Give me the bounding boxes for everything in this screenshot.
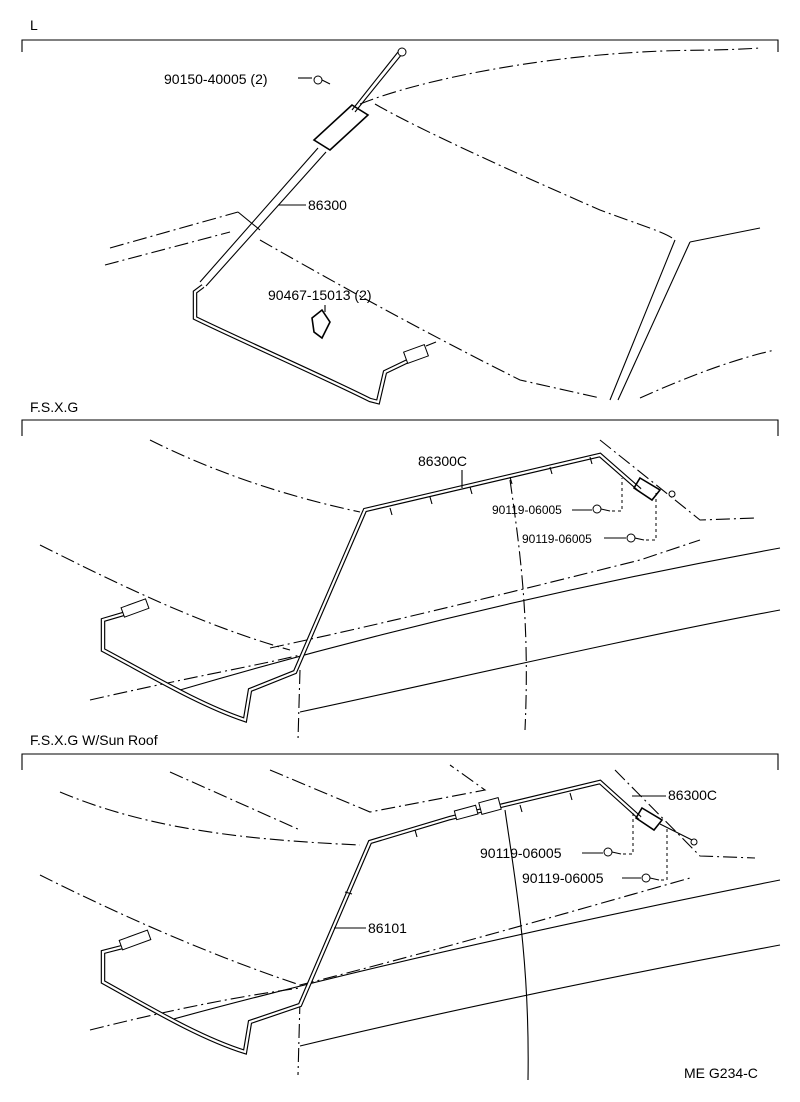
antenna-rod [354, 53, 403, 113]
antenna-element [634, 806, 664, 832]
trunk-seam [509, 479, 527, 731]
antenna-end [668, 490, 676, 498]
antenna-cable-inner [193, 285, 411, 404]
cable-junction [478, 797, 502, 815]
rear-window-curve [59, 791, 361, 846]
antenna-lead [659, 823, 693, 841]
cable-connector [453, 804, 479, 821]
screw-icon [626, 533, 645, 543]
antenna-cable-inner [101, 453, 641, 722]
dashed-leader [623, 810, 634, 855]
figure-code: ME G234-C [684, 1065, 758, 1081]
dashed-leader [612, 478, 623, 512]
screw-icon [603, 847, 622, 857]
plug-tip [425, 341, 437, 347]
antenna-end [690, 838, 698, 846]
sunroof-inner [169, 771, 301, 831]
section-l: L 90150-40005 (2) 86300 [21, 17, 779, 405]
lower-body-line [299, 609, 781, 713]
body-side-line-2 [89, 654, 301, 701]
deck-line [269, 539, 701, 649]
side-line-left-2 [104, 231, 231, 266]
screw-icon [313, 75, 331, 85]
section-fsxg: F.S.X.G 86300C 90119-06005 [21, 399, 781, 741]
cable-clip [344, 792, 573, 895]
side-line-left [109, 211, 239, 249]
section-title-fsxg-sunroof: F.S.X.G W/Sun Roof [30, 732, 158, 748]
screw-icon [641, 873, 660, 883]
section-bracket-fsxg [21, 419, 779, 436]
trunk-line [259, 239, 601, 399]
fender-line-right [639, 349, 776, 399]
sunroof-outline [269, 764, 487, 813]
antenna-tip [397, 47, 407, 57]
body-side-line [169, 879, 781, 1021]
rear-window-line [374, 103, 676, 241]
part-label-90119-06005-d: 90119-06005 [522, 870, 604, 886]
fender-line [297, 999, 301, 1076]
part-label-90150-40005: 90150-40005 (2) [164, 71, 268, 87]
trunk-seam [504, 809, 529, 1081]
pillar-right-inner [617, 241, 691, 401]
part-label-90119-06005-c: 90119-06005 [480, 845, 562, 861]
fender-line [297, 669, 301, 741]
part-label-86300: 86300 [308, 197, 347, 213]
section-bracket-fsxg-sunroof [21, 753, 779, 770]
window-lower-line [39, 544, 291, 651]
section-fsxg-sunroof: F.S.X.G W/Sun Roof 86300C [21, 732, 781, 1081]
cable-clip [389, 456, 593, 516]
antenna-cable-inner [101, 780, 641, 1054]
window-frame-right [609, 239, 676, 401]
part-label-86101: 86101 [368, 920, 407, 936]
window-lower-line [39, 874, 301, 986]
clip-icon [311, 308, 331, 340]
section-title-l: L [30, 17, 38, 33]
antenna-cable [192, 284, 411, 405]
screw-icon [592, 504, 611, 514]
antenna-element [632, 476, 662, 502]
dashed-leader [661, 826, 668, 881]
body-side-line-2 [89, 987, 301, 1031]
antenna-plug [120, 598, 150, 618]
antenna-plug [118, 929, 152, 951]
body-side-line [179, 547, 781, 691]
antenna-cable [100, 779, 642, 1055]
antenna-rod-2 [351, 51, 399, 111]
dashed-leader [646, 492, 657, 541]
antenna-tube-2 [205, 151, 327, 287]
antenna-tube [199, 147, 319, 283]
deck-line [299, 877, 691, 986]
roof-rear-line [614, 769, 756, 859]
part-label-90119-06005-b: 90119-06005 [522, 532, 592, 546]
part-label-90119-06005-a: 90119-06005 [492, 503, 562, 517]
roof-rear-line [599, 439, 756, 521]
antenna-cable [100, 452, 642, 723]
antenna-plug [402, 343, 430, 365]
pillar-right [689, 227, 761, 243]
section-title-fsxg: F.S.X.G [30, 399, 78, 415]
lower-body-line [299, 944, 781, 1047]
part-label-90467-15013: 90467-15013 (2) [268, 287, 372, 303]
roof-edge-line [359, 47, 761, 105]
pillar-left [237, 211, 261, 231]
part-label-86300c: 86300C [418, 453, 467, 469]
section-bracket-l [21, 39, 779, 52]
part-label-86300c-sunroof: 86300C [668, 787, 717, 803]
rear-window-curve [149, 439, 361, 513]
antenna-body [312, 103, 370, 152]
